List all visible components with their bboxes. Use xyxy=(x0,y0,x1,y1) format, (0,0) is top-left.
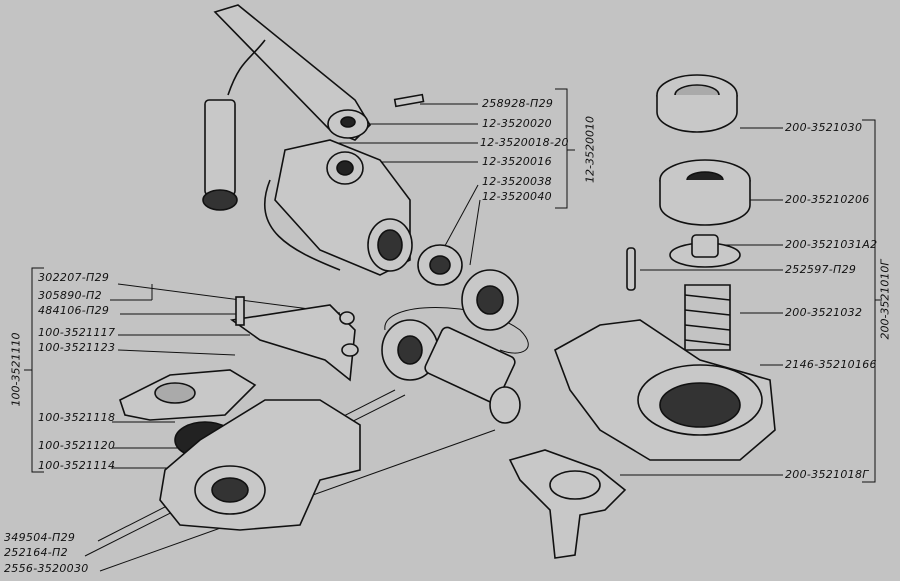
part-label: 200-3521030 xyxy=(785,121,863,134)
part-label: 252164-П2 xyxy=(4,546,68,559)
part-label: 100-3521114 xyxy=(38,459,116,472)
part-label: 200-3521032 xyxy=(785,306,863,319)
part-label: 12-3520016 xyxy=(482,155,552,168)
part-label: 100-3521117 xyxy=(38,326,116,339)
part-label: 200-35210206 xyxy=(785,193,870,206)
assembly-label: 100-3521110 xyxy=(9,332,23,407)
assembly-label: 200-3521010Г xyxy=(878,259,892,340)
part-label: 305890-П2 xyxy=(38,289,102,302)
part-label: 200-3521031А2 xyxy=(785,238,878,251)
part-label: 200-3521018Г xyxy=(785,468,869,481)
part-label: 2556-3520030 xyxy=(4,562,89,575)
part-label: 349504-П29 xyxy=(4,531,76,544)
part-label: 302207-П29 xyxy=(38,271,110,284)
part-label: 258928-П29 xyxy=(482,97,554,110)
part-label: 12-3520020 xyxy=(482,117,552,130)
part-label: 12-3520040 xyxy=(482,190,552,203)
assembly-label: 12-3520010 xyxy=(583,116,597,183)
part-label: 12-3520018-20 xyxy=(480,136,569,149)
part-label: 252597-П29 xyxy=(785,263,857,276)
part-label: 100-3521120 xyxy=(38,439,116,452)
part-label: 484106-П29 xyxy=(38,304,110,317)
part-label: 100-3521123 xyxy=(38,341,116,354)
part-label: 12-3520038 xyxy=(482,175,552,188)
part-label: 2146-35210166 xyxy=(785,358,877,371)
part-label: 100-3521118 xyxy=(38,411,116,424)
